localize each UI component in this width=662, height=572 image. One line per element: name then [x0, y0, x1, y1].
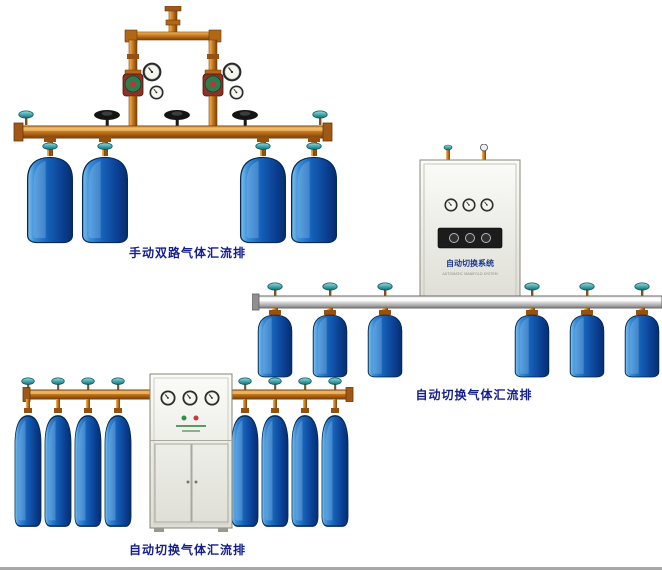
gas-cylinder [14, 415, 42, 527]
manifold-pipe [251, 293, 662, 311]
teal-valve-handle [238, 377, 252, 391]
gas-cylinder [26, 156, 74, 244]
figure-auto-switch-wall: 自动切换系统 AUTOMATIC MANIFOLD SYSTEM [251, 143, 662, 386]
gas-cylinder [624, 314, 660, 378]
figure-caption: 手动双路气体汇流排 [128, 246, 246, 260]
teal-valve-handle [267, 282, 283, 297]
valve-handwheel [232, 110, 258, 127]
gas-cylinder [321, 415, 349, 527]
gas-cylinder [367, 314, 403, 378]
teal-valve-handle [268, 377, 282, 391]
cylinder-fittings [269, 308, 648, 316]
gas-cylinder [74, 415, 102, 527]
pressure-gauge [229, 85, 244, 100]
cylinder-valve [42, 142, 58, 156]
illustration-auto-switch-floor [14, 373, 354, 532]
gas-cylinder [312, 314, 348, 378]
teal-valve-handle [81, 377, 95, 391]
gas-cylinder [81, 156, 129, 244]
valve-handwheel [164, 110, 190, 127]
illustration-auto-switch-wall: 自动切换系统 AUTOMATIC MANIFOLD SYSTEM [251, 143, 662, 378]
teal-valve-handle [377, 282, 393, 297]
figure-caption: 自动切换气体汇流排 [415, 388, 533, 402]
valve-handwheel [94, 110, 120, 127]
teal-valve-handle [51, 377, 65, 391]
pressure-regulator-right [202, 69, 224, 97]
figure-caption: 自动切换气体汇流排 [128, 543, 246, 557]
outlet-pipe [164, 5, 182, 37]
teal-valve-handle [298, 377, 312, 391]
teal-valve-handle [579, 282, 595, 297]
gas-cylinder [44, 415, 72, 527]
cylinder-risers [24, 399, 339, 413]
teal-valve-handle [328, 377, 342, 391]
gas-cylinder [104, 415, 132, 527]
teal-valve-handle [634, 282, 650, 297]
teal-valve-handle [322, 282, 338, 297]
gas-cylinder [257, 314, 293, 378]
teal-valve-handle [111, 377, 125, 391]
branch-pipe [128, 95, 138, 129]
header-pipe [124, 29, 222, 75]
figure-manual-dual-manifold [8, 5, 340, 252]
cabinet-gauge [480, 198, 494, 212]
cabinet-gauge [462, 198, 476, 212]
cylinder-valve [97, 142, 113, 156]
bottom-divider [0, 567, 662, 570]
cabinet-control-panel [437, 227, 503, 249]
branch-pipe [208, 95, 218, 129]
teal-valve-handle [524, 282, 540, 297]
pressure-gauge [222, 62, 242, 82]
pressure-regulator-left [122, 69, 144, 97]
illustration-manual-dual-manifold [13, 5, 338, 244]
cabinet-indicators [176, 415, 206, 432]
cabinet-gauge [160, 390, 176, 406]
gas-cylinder [261, 415, 289, 527]
gas-cylinder [291, 415, 319, 527]
gas-cylinder [514, 314, 550, 378]
gas-cylinder [569, 314, 605, 378]
cabinet-sublabel: AUTOMATIC MANIFOLD SYSTEM [442, 272, 497, 276]
pressure-gauge [149, 85, 164, 100]
cabinet-top-pipes [443, 143, 488, 161]
cabinet-label: 自动切换系统 [446, 258, 494, 268]
manifold-pipe [13, 122, 333, 142]
figure-auto-switch-floor [8, 370, 360, 552]
cabinet-gauge [444, 198, 458, 212]
pressure-gauge [142, 62, 162, 82]
cabinet-gauge [204, 390, 220, 406]
gas-cylinder [231, 415, 259, 527]
cabinet-gauge [182, 390, 198, 406]
